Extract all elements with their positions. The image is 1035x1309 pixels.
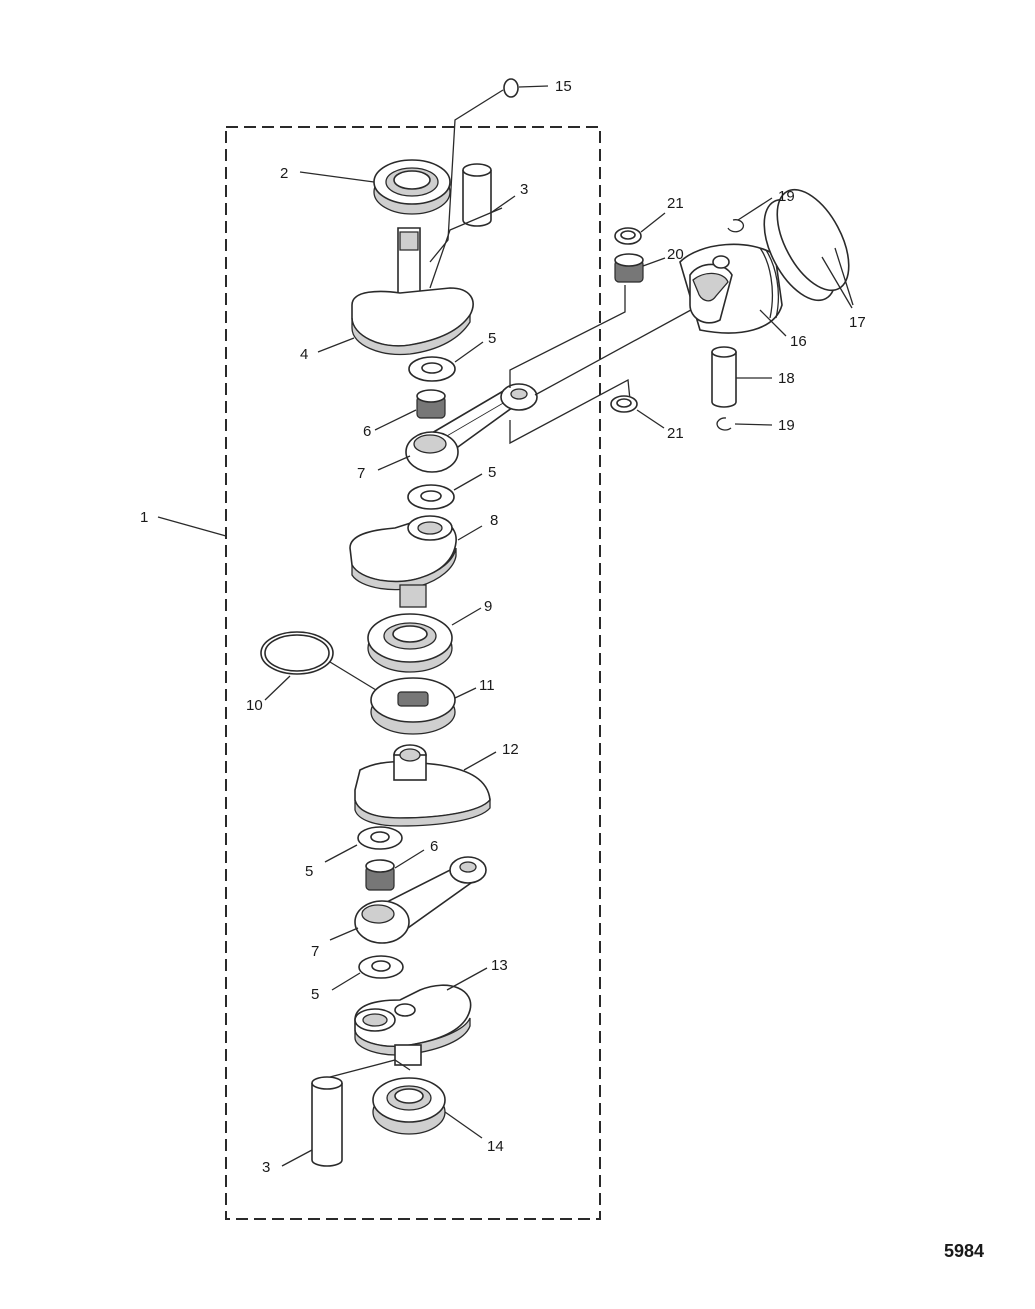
part-6-needle-bearing-1 <box>374 389 446 431</box>
callout-19-top: 19 <box>778 188 795 205</box>
callout-8: 8 <box>490 512 498 529</box>
part-19-clip-lower <box>716 417 773 431</box>
part-21-circlip-upper <box>614 212 666 245</box>
part-3-pin-top <box>462 163 516 227</box>
callout-14: 14 <box>487 1138 504 1155</box>
part-3-pin-bottom <box>281 1059 411 1167</box>
callout-3-top: 3 <box>520 181 528 198</box>
callout-6-a: 6 <box>363 423 371 440</box>
part-5-washer-2 <box>407 473 483 510</box>
part-11-seal <box>370 677 477 735</box>
part-15-o-ring <box>429 78 549 263</box>
callout-5-b: 5 <box>488 464 496 481</box>
part-2-bearing <box>299 159 451 215</box>
part-4-crank-web-upper <box>317 207 503 356</box>
callout-7-b: 7 <box>311 943 319 960</box>
callout-17: 17 <box>849 314 866 331</box>
callout-9: 9 <box>484 598 492 615</box>
part-5-washer-4 <box>331 955 404 991</box>
callout-12: 12 <box>502 741 519 758</box>
crankshaft-assembly-boundary <box>225 126 601 1220</box>
part-18-piston-pin <box>711 346 772 408</box>
callout-19-bottom: 19 <box>778 417 795 434</box>
callout-2: 2 <box>280 165 288 182</box>
callout-21-bottom: 21 <box>667 425 684 442</box>
callout-16: 16 <box>790 333 807 350</box>
callout-18: 18 <box>778 370 795 387</box>
part-8-crank-web-2 <box>349 515 483 608</box>
part-17-piston-rings <box>763 188 854 309</box>
callout-labels: 1 2 3 3 4 5 5 5 5 6 6 7 7 8 9 10 11 12 1… <box>140 78 866 1176</box>
callout-6-b: 6 <box>430 838 438 855</box>
part-14-bearing <box>372 1077 483 1139</box>
part-10-ring <box>260 631 377 701</box>
alignment-leaders <box>509 285 701 445</box>
part-19-clip-upper <box>727 197 773 233</box>
callout-5-d: 5 <box>311 986 319 1003</box>
callout-3-bottom: 3 <box>262 1159 270 1176</box>
callout-5-c: 5 <box>305 863 313 880</box>
callout-15: 15 <box>555 78 572 95</box>
callout-5-a: 5 <box>488 330 496 347</box>
callout-10: 10 <box>246 697 263 714</box>
callout-21-top: 21 <box>667 195 684 212</box>
callout-4: 4 <box>300 346 308 363</box>
part-9-bearing <box>367 607 482 673</box>
part-13-crank-web-lower <box>354 967 488 1066</box>
figure-number: 5984 <box>944 1241 984 1261</box>
part-1-assembly-leader <box>157 516 227 537</box>
part-7-connecting-rod-2 <box>329 856 487 944</box>
part-5-washer-3 <box>324 826 403 863</box>
callout-13: 13 <box>491 957 508 974</box>
part-6-needle-bearing-2 <box>365 849 425 891</box>
part-5-washer-1 <box>408 341 484 382</box>
part-20-needle-bearing <box>614 253 666 283</box>
part-12-crank-web-3 <box>354 744 497 827</box>
callout-20: 20 <box>667 246 684 263</box>
callout-1: 1 <box>140 509 148 526</box>
callout-11: 11 <box>479 677 495 694</box>
part-21-circlip-lower <box>610 395 665 429</box>
part-7-connecting-rod-1 <box>377 383 538 473</box>
part-16-piston <box>679 243 787 337</box>
callout-7-a: 7 <box>357 465 365 482</box>
